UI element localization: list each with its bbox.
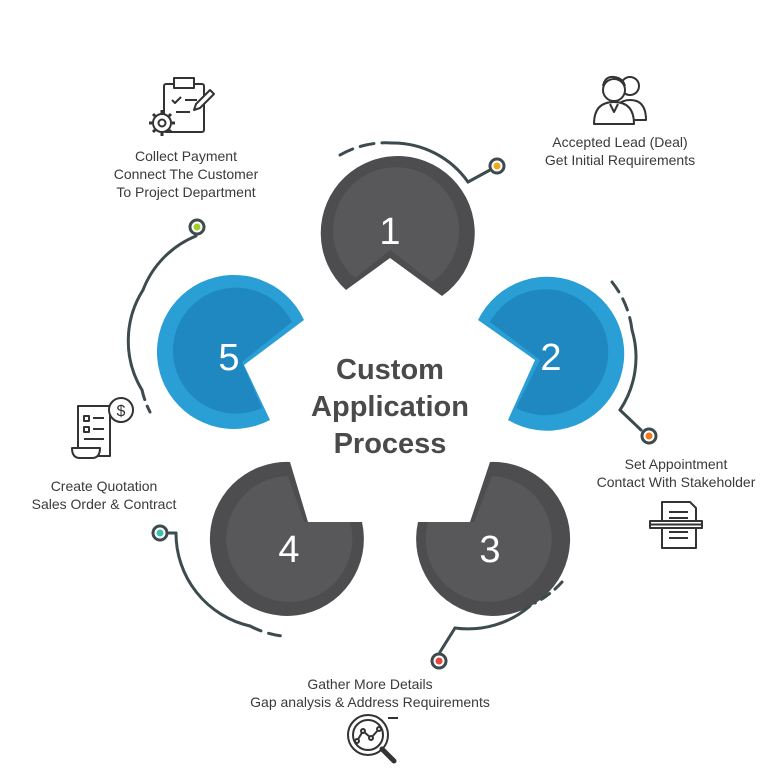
- document-pen-icon: [649, 501, 703, 549]
- step-5-line-3: To Project Department: [116, 184, 256, 200]
- invoice-dollar-icon: $: [71, 397, 134, 459]
- step-5-circle[interactable]: [156, 274, 304, 429]
- center-title-line-2: Application: [311, 391, 469, 423]
- step-5-line-2: Connect The Customer: [113, 166, 259, 182]
- step-3-number: 3: [479, 529, 500, 571]
- step-1-label: Accepted Lead (Deal) Get Initial Require…: [520, 133, 720, 169]
- step-1-number: 1: [379, 211, 400, 253]
- step-2-number: 2: [540, 337, 561, 379]
- step-2-line-1: Set Appointment: [624, 456, 728, 472]
- center-title: Custom Application Process: [290, 352, 490, 463]
- step-4-line-2: Sales Order & Contract: [31, 496, 177, 512]
- magnifier-chart-icon: [347, 714, 398, 764]
- center-title-line-1: Custom: [336, 354, 444, 386]
- step-2-circle[interactable]: [478, 276, 625, 431]
- step-3-line-2: Gap analysis & Address Requirements: [250, 694, 490, 710]
- step-1-line-2: Get Initial Requirements: [544, 152, 696, 168]
- clipboard-gear-icon: [149, 77, 215, 136]
- connector-dots: [151, 157, 658, 670]
- step-5-label: Collect Payment Connect The Customer To …: [86, 147, 286, 201]
- step-4-number: 4: [278, 529, 299, 571]
- step-1-line-1: Accepted Lead (Deal): [552, 134, 688, 150]
- step-2-line-2: Contact With Stakeholder: [596, 474, 756, 490]
- step-3-line-1: Gather More Details: [307, 676, 433, 692]
- step-4-label: Create Quotation Sales Order & Contract: [4, 477, 204, 513]
- step-2-label: Set Appointment Contact With Stakeholder: [576, 455, 776, 491]
- svg-text:$: $: [117, 403, 126, 420]
- step-3-label: Gather More Details Gap analysis & Addre…: [220, 675, 520, 711]
- step-1-circle: [320, 155, 475, 296]
- step-4-circle: [209, 461, 364, 616]
- step-3-circle: [416, 461, 571, 616]
- center-title-line-3: Process: [333, 428, 447, 460]
- connector-lines: [126, 141, 643, 654]
- step-5-number: 5: [218, 337, 239, 379]
- step-5-line-1: Collect Payment: [135, 148, 237, 164]
- step-4-line-1: Create Quotation: [50, 478, 158, 494]
- users-icon: [593, 75, 647, 125]
